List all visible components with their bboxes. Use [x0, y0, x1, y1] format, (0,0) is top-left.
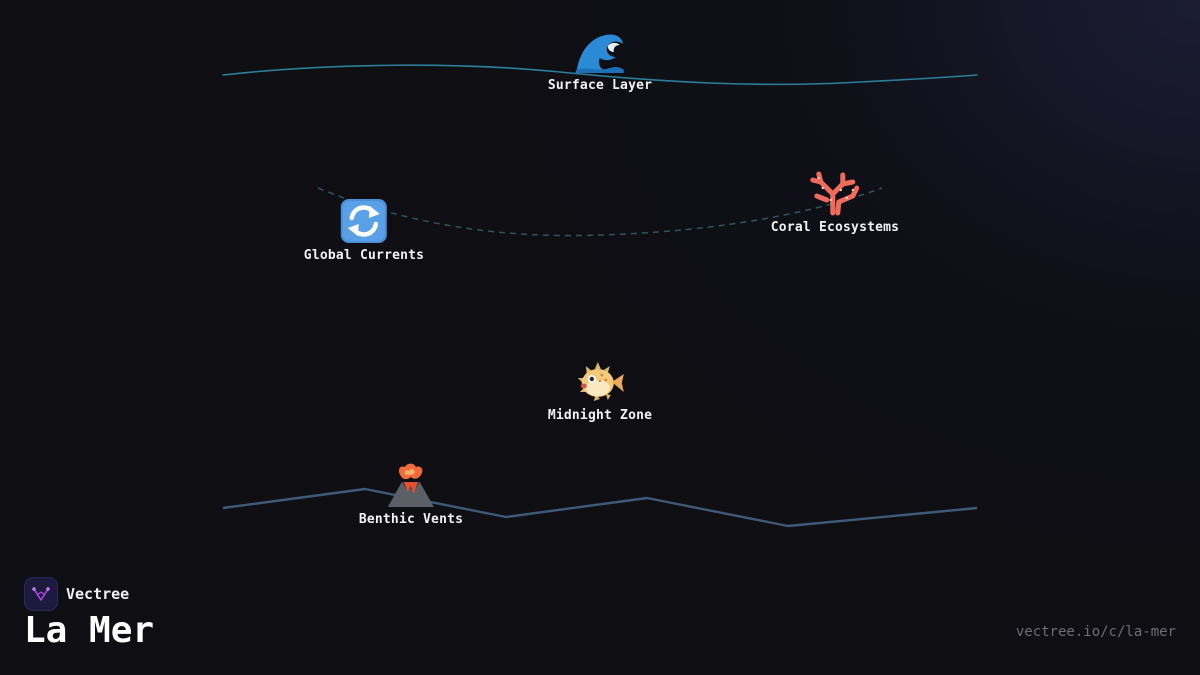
site-url-link[interactable]: vectree.io/c/la-mer — [1015, 624, 1176, 640]
surface-wave-line — [222, 64, 978, 86]
node-label: Benthic Vents — [358, 512, 464, 527]
brand[interactable]: Vectree — [24, 577, 129, 611]
pufferfish-icon — [548, 360, 652, 404]
seafloor-line — [222, 487, 978, 528]
node-coral-ecosystems[interactable]: Coral Ecosystems — [771, 170, 899, 235]
current-arc-line — [317, 187, 883, 237]
coral-icon — [771, 170, 899, 216]
node-global-currents[interactable]: Global Currents — [304, 198, 424, 263]
node-label: Coral Ecosystems — [770, 220, 900, 235]
volcano-icon — [359, 462, 463, 508]
page-title: La Mer — [24, 610, 155, 651]
brand-name: Vectree — [66, 585, 130, 603]
wave-icon — [548, 30, 652, 74]
node-label: Global Currents — [303, 248, 425, 263]
node-label: Surface Layer — [547, 78, 653, 93]
cycle-arrows-icon — [304, 198, 424, 244]
node-surface-layer[interactable]: Surface Layer — [548, 30, 652, 93]
node-label: Midnight Zone — [547, 408, 653, 423]
vectree-logo-icon — [24, 577, 58, 611]
node-midnight-zone[interactable]: Midnight Zone — [548, 360, 652, 423]
node-benthic-vents[interactable]: Benthic Vents — [359, 462, 463, 527]
